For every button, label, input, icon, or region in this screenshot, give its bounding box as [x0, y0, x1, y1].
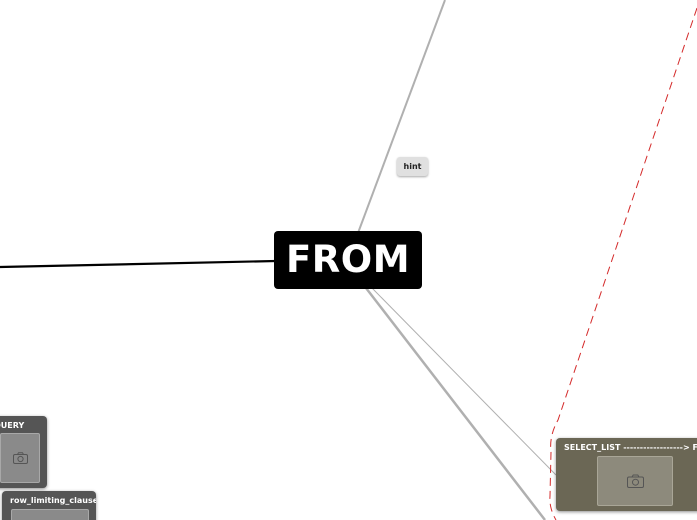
- connector-bottom-right: [365, 287, 546, 520]
- connector-select-list: [371, 287, 557, 476]
- select-list-card[interactable]: SELECT_LIST ------------------> FRO: [556, 438, 697, 511]
- row-limiting-clause-card[interactable]: row_limiting_clause: [2, 491, 96, 520]
- connector-left: [0, 259, 277, 269]
- camera-icon: [12, 452, 28, 464]
- select-list-card-title: SELECT_LIST ------------------> FRO: [564, 443, 697, 452]
- central-topic-from[interactable]: FROM: [274, 231, 422, 289]
- dashed-boundary: [549, 7, 697, 520]
- connector-top: [357, 0, 446, 234]
- row-limiting-clause-card-title: row_limiting_clause: [10, 496, 96, 505]
- subquery-card-image: [0, 433, 40, 483]
- select-list-card-image: [597, 456, 673, 506]
- row-limiting-clause-card-image: [11, 509, 89, 520]
- camera-icon: [626, 474, 644, 488]
- subquery-card[interactable]: QUERY: [0, 416, 47, 488]
- hint-node[interactable]: hint: [397, 157, 428, 176]
- subquery-card-title: QUERY: [0, 421, 25, 430]
